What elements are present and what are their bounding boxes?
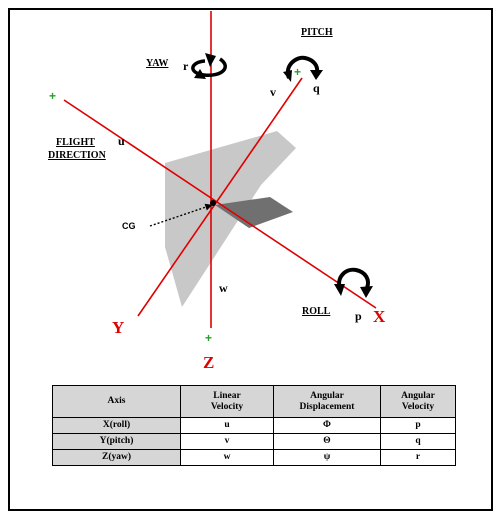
z-positive-marker: + bbox=[205, 331, 212, 345]
pitch-rotation-icon bbox=[283, 55, 323, 82]
row-angular-velocity: q bbox=[380, 433, 456, 450]
row-angular-displacement: Φ bbox=[273, 417, 381, 434]
velocity-u-label: u bbox=[118, 134, 125, 148]
axis-y-label: Y bbox=[112, 318, 124, 337]
row-linear-velocity: u bbox=[180, 417, 274, 434]
velocity-w-label: w bbox=[219, 281, 228, 295]
velocity-q-label: q bbox=[313, 81, 320, 95]
axis-x-label: X bbox=[373, 307, 386, 326]
y-positive-marker: + bbox=[49, 89, 56, 103]
row-linear-velocity: w bbox=[180, 449, 274, 466]
roll-rotation-icon bbox=[334, 267, 373, 298]
aircraft-axes-diagram: CG + + + PITCH YAW ROLL FLIGHT DIRECTION… bbox=[48, 11, 386, 372]
flight-direction-label-line2: DIRECTION bbox=[48, 150, 107, 161]
aircraft-wing-shape bbox=[165, 131, 296, 307]
velocity-p-label: p bbox=[355, 309, 362, 323]
pitch-positive-marker: + bbox=[294, 65, 301, 79]
pitch-label: PITCH bbox=[301, 27, 333, 38]
row-angular-velocity: r bbox=[380, 449, 456, 466]
table-row: Z(yaw) w ψ r bbox=[52, 449, 456, 466]
row-axis-name: X(roll) bbox=[52, 417, 181, 434]
row-axis-name: Z(yaw) bbox=[52, 449, 181, 466]
row-angular-displacement: Θ bbox=[273, 433, 381, 450]
cg-label: CG bbox=[122, 221, 136, 231]
y-axis-line bbox=[137, 77, 303, 317]
flight-direction-label-line1: FLIGHT bbox=[56, 137, 95, 148]
velocity-v-label: v bbox=[270, 85, 276, 99]
row-angular-displacement: ψ bbox=[273, 449, 381, 466]
cg-point bbox=[210, 200, 216, 206]
row-axis-name: Y(pitch) bbox=[52, 433, 181, 450]
x-axis-line bbox=[63, 99, 377, 309]
roll-label: ROLL bbox=[302, 306, 331, 317]
table-row: X(roll) u Φ p bbox=[52, 417, 456, 434]
yaw-label: YAW bbox=[146, 58, 168, 69]
table-row: Y(pitch) v Θ q bbox=[52, 433, 456, 450]
row-angular-velocity: p bbox=[380, 417, 456, 434]
aircraft-tail-shape bbox=[215, 197, 293, 228]
axis-z-label: Z bbox=[203, 353, 214, 372]
row-linear-velocity: v bbox=[180, 433, 274, 450]
header-axis: Axis bbox=[52, 385, 181, 418]
velocity-r-label: r bbox=[183, 59, 189, 73]
yaw-rotation-icon bbox=[191, 53, 227, 79]
